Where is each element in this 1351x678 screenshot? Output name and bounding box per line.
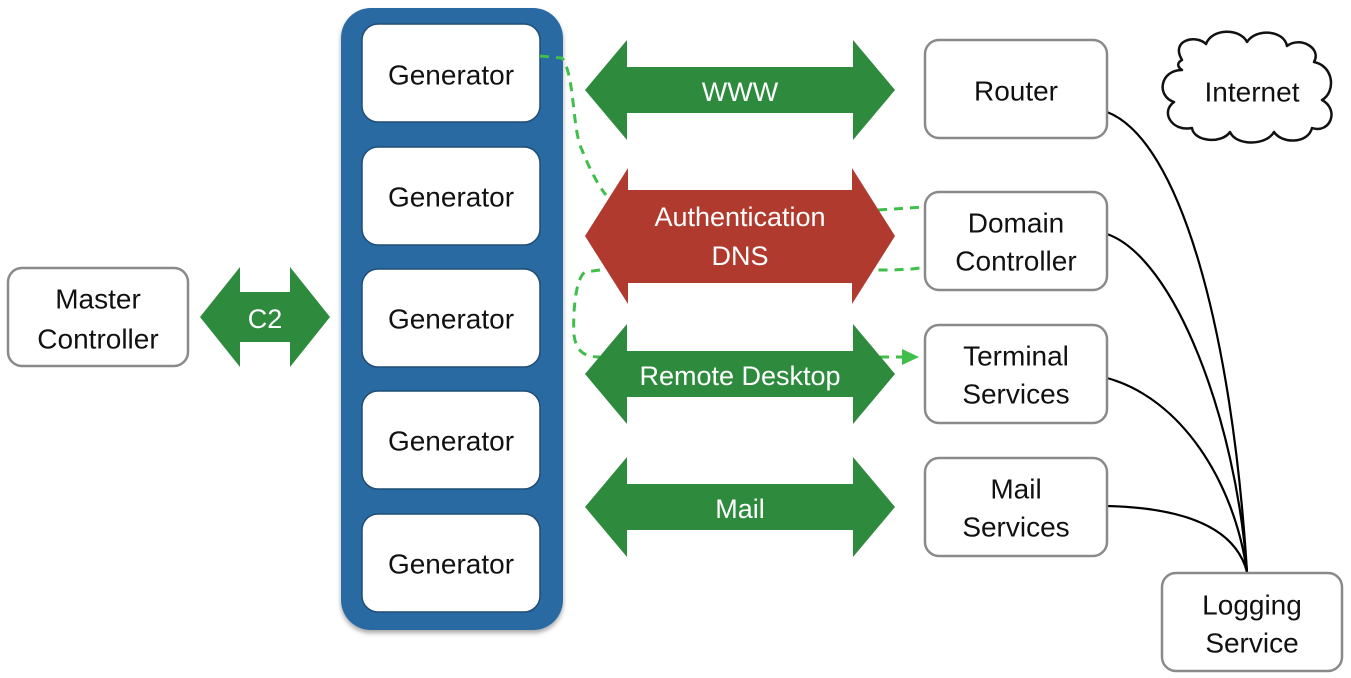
master-controller-label-line1: Master — [55, 284, 141, 315]
terminal-services-label-line2: Services — [962, 379, 1069, 410]
authentication-label: Authentication — [654, 202, 825, 232]
master-controller-label-line2: Controller — [37, 324, 158, 355]
dns-label: DNS — [711, 241, 768, 271]
internet-node[interactable]: Internet — [1161, 30, 1333, 144]
mail-arrow-shape — [585, 457, 895, 557]
generator-node[interactable]: Generator — [361, 390, 541, 490]
c2-arrow-shape — [200, 267, 330, 367]
mail-services-node[interactable]: Mail Services — [923, 456, 1109, 558]
remote-desktop-arrow-label: Remote Desktop — [639, 361, 840, 391]
generator-node[interactable]: Generator — [361, 268, 541, 368]
domain-controller-node[interactable]: Domain Controller — [923, 190, 1109, 292]
remote-desktop-arrow-shape — [585, 324, 895, 424]
generator-to-auth-dashed-link — [539, 54, 608, 196]
domain-controller-label-line1: Domain — [968, 208, 1064, 239]
master-controller-node[interactable]: Master Controller — [6, 266, 190, 368]
domain-controller-label-line2: Controller — [955, 246, 1076, 277]
auth-to-rdp-dashed-link — [572, 268, 601, 359]
mail-arrow[interactable]: Mail — [585, 457, 895, 557]
rdp-to-terminal-services-arrowhead — [902, 349, 919, 365]
router-node[interactable]: Router — [923, 38, 1109, 140]
mail-services-to-logging-link — [1106, 504, 1249, 573]
generator-node[interactable]: Generator — [361, 23, 541, 123]
mail-arrow-label: Mail — [715, 494, 765, 524]
generator-node[interactable]: Generator — [361, 513, 541, 613]
generator-label: Generator — [388, 182, 514, 213]
terminal-services-label-line1: Terminal — [963, 341, 1069, 372]
www-arrow-shape — [585, 40, 895, 140]
logging-service-label-line2: Service — [1205, 628, 1298, 659]
router-to-logging-link — [1106, 110, 1249, 573]
www-arrow-label: WWW — [702, 77, 779, 107]
generator-label: Generator — [388, 60, 514, 91]
www-arrow[interactable]: WWW — [585, 40, 895, 140]
remote-desktop-arrow[interactable]: Remote Desktop — [585, 324, 895, 424]
terminal-services-node[interactable]: Terminal Services — [923, 323, 1109, 425]
generator-label: Generator — [388, 549, 514, 580]
internet-label: Internet — [1205, 77, 1300, 108]
c2-arrow-label: C2 — [248, 304, 283, 334]
authentication-dns-arrow-shape — [585, 168, 895, 304]
cloud-icon — [1161, 30, 1333, 144]
generator-label: Generator — [388, 304, 514, 335]
logging-service-node[interactable]: Logging Service — [1160, 571, 1344, 673]
generator-node[interactable]: Generator — [361, 146, 541, 246]
mail-services-label-line2: Services — [962, 512, 1069, 543]
logging-service-label-line1: Logging — [1202, 590, 1302, 621]
mail-services-label-line1: Mail — [990, 474, 1041, 505]
authentication-dns-arrow[interactable]: Authentication DNS — [585, 168, 895, 304]
router-label: Router — [974, 76, 1058, 107]
generator-label: Generator — [388, 426, 514, 457]
terminal-services-to-logging-link — [1106, 376, 1249, 573]
c2-arrow[interactable]: C2 — [200, 267, 330, 367]
domain-controller-to-logging-link — [1106, 232, 1249, 573]
